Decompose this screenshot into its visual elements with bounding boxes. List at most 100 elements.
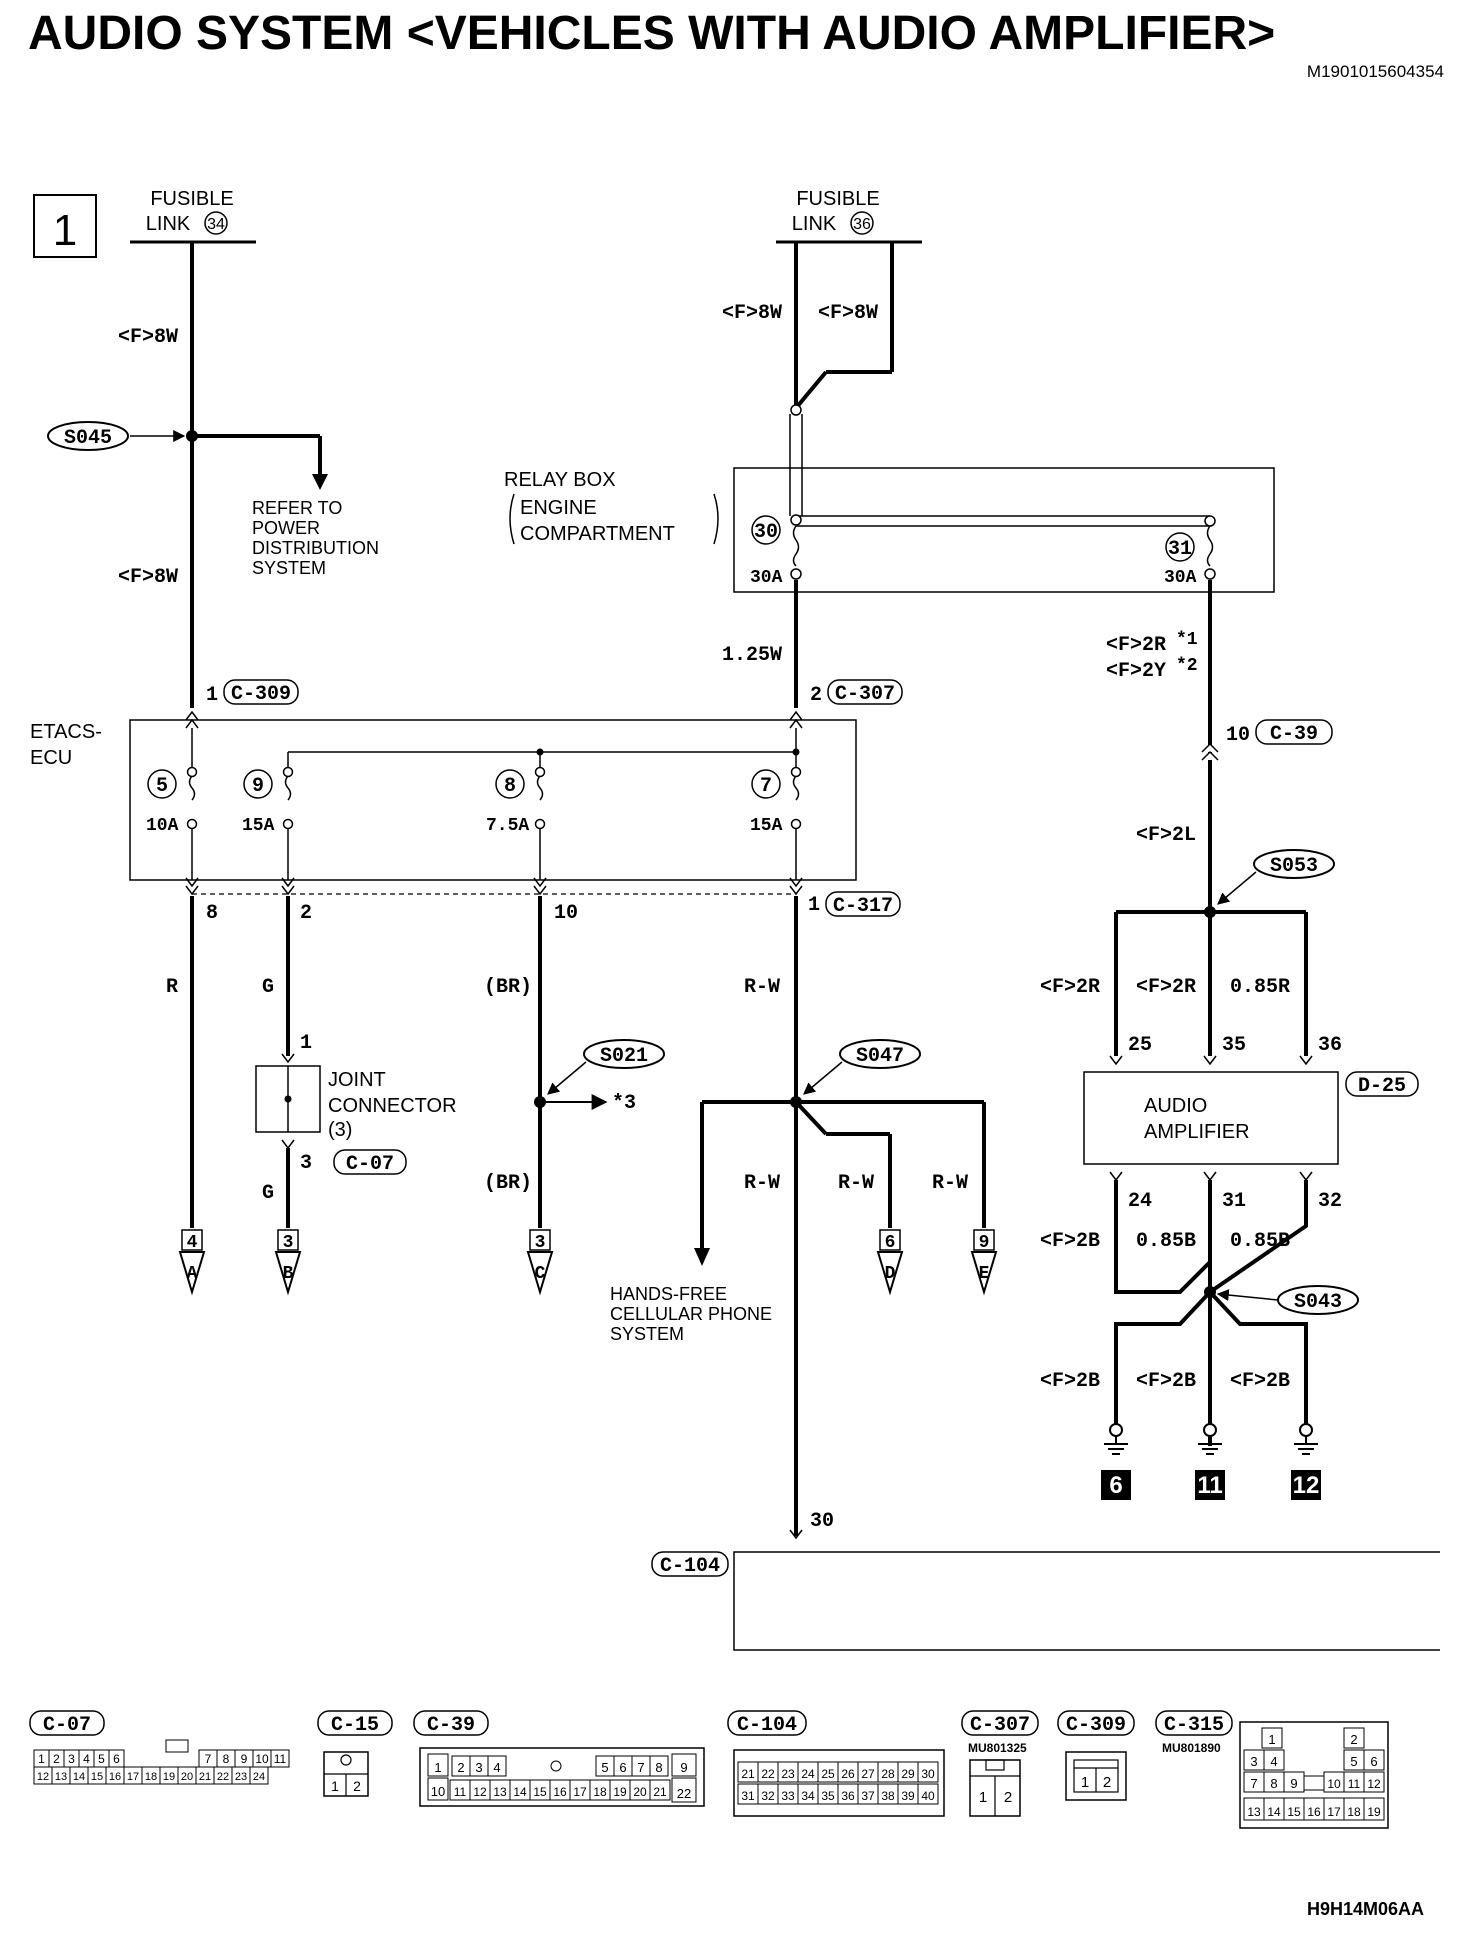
pin-cell: 19 <box>1367 1805 1381 1819</box>
terminator-letter: E <box>979 1264 990 1284</box>
pin-cell: 13 <box>1247 1805 1261 1819</box>
pin-cell: 5 <box>98 1752 105 1766</box>
wire-label: (BR) <box>484 976 532 999</box>
legend-label-c309: C-309 <box>1066 1714 1126 1737</box>
pin-number: 8 <box>206 902 218 925</box>
legend-label-c39: C-39 <box>427 1714 475 1737</box>
wire-label: <F>2B <box>1136 1370 1196 1393</box>
pin-cell: 36 <box>841 1789 855 1803</box>
pin-number: 10 <box>1226 724 1250 747</box>
terminator-letter: B <box>283 1264 294 1284</box>
hands-free-label: CELLULAR PHONE <box>610 1304 772 1324</box>
pin-cell: 17 <box>1327 1805 1341 1819</box>
pin-cell: 20 <box>181 1771 193 1783</box>
ground-11: 11 <box>1195 1423 1225 1500</box>
wire-label: <F>2Y <box>1106 660 1166 683</box>
pin-cell: 7 <box>637 1760 644 1775</box>
terminator-letter: C <box>535 1264 546 1284</box>
refer-text: REFER TO <box>252 498 342 518</box>
terminator-e: 9 E <box>970 1229 998 1296</box>
fusible-link-36: FUSIBLE LINK 36 <box>776 188 922 244</box>
pin-number: 32 <box>1318 1190 1342 1213</box>
fusible-link-label: FUSIBLE <box>150 188 233 210</box>
pin-cell: 5 <box>1350 1754 1357 1769</box>
pin-cell: 6 <box>1370 1754 1377 1769</box>
connector-legend: C-07 C-15 C-39 C-104 C-307 MU801325 C-30… <box>29 1710 1389 1829</box>
etacs-fuse-9: 9 15A <box>242 766 294 836</box>
fusible-link-number: 36 <box>853 216 871 233</box>
pin-cell: 37 <box>861 1789 875 1803</box>
pin-cell: 2 <box>353 1778 361 1794</box>
pin-cell: 14 <box>73 1771 85 1783</box>
joint-label: (3) <box>328 1119 352 1141</box>
legend-label-c15: C-15 <box>331 1714 379 1737</box>
page-title: AUDIO SYSTEM <VEHICLES WITH AUDIO AMPLIF… <box>28 7 1276 60</box>
connector-c309: C-309 <box>231 683 291 706</box>
note-marker: *3 <box>612 1092 636 1115</box>
pin-cell: 15 <box>1287 1805 1301 1819</box>
wire-label: G <box>262 1182 274 1205</box>
pin-cell: 4 <box>1270 1754 1277 1769</box>
pin-number: 25 <box>1128 1034 1152 1057</box>
pin-cell: 13 <box>55 1771 67 1783</box>
fuse-rating: 30A <box>1164 568 1197 588</box>
ground-number: 6 <box>1109 1472 1122 1499</box>
pin-number: 2 <box>300 902 312 925</box>
etacs-fuse-8: 8 7.5A <box>486 766 546 836</box>
pin-cell: 5 <box>601 1760 608 1775</box>
fusible-link-34: FUSIBLE LINK 34 <box>130 188 256 244</box>
wire-label: 0.85R <box>1230 976 1290 999</box>
pin-cell: 1 <box>1081 1774 1089 1791</box>
wire-label: G <box>262 976 274 999</box>
fuse-rating: 15A <box>242 816 275 836</box>
note-marker: *2 <box>1176 656 1198 676</box>
pin-cell: 11 <box>274 1752 287 1766</box>
pin-cell: 12 <box>37 1771 49 1783</box>
wire-g: G 1 JOINT CONNECTOR (3) 3 C-07 G <box>255 896 457 1228</box>
wire-label: <F>8W <box>722 302 782 325</box>
wire-label: <F>8W <box>818 302 878 325</box>
c104-component: C-104 <box>651 1551 1440 1651</box>
page-number: 1 <box>53 206 77 255</box>
terminator-b: 3 B <box>274 1229 302 1296</box>
relay-box-sub: COMPARTMENT <box>520 523 675 545</box>
pin-cell: 6 <box>619 1760 626 1775</box>
pin-number: 35 <box>1222 1034 1246 1057</box>
pin-cell: 24 <box>801 1767 815 1781</box>
pin-cell: 1 <box>434 1760 441 1775</box>
etacs-fuse-5: 5 10A <box>146 766 198 836</box>
wire-label: 1.25W <box>722 644 782 667</box>
pin-number: 1 <box>206 684 218 707</box>
pin-number: 1 <box>808 894 820 917</box>
wire-label: <F>2R <box>1136 976 1196 999</box>
wire-label: 0.85B <box>1230 1230 1290 1253</box>
fusible-link-label: FUSIBLE <box>796 188 879 210</box>
etacs-label: ETACS- <box>30 721 102 743</box>
pin-cell: 18 <box>593 1785 607 1799</box>
wire-label: R-W <box>932 1172 968 1195</box>
refer-text: DISTRIBUTION <box>252 538 379 558</box>
pin-cell: 16 <box>553 1785 567 1799</box>
wire-r: R <box>166 896 194 1228</box>
fusible-link-label: LINK <box>792 213 837 235</box>
terminator-letter: A <box>187 1264 198 1284</box>
etacs-ecu: ETACS- ECU 5 10A 9 15A <box>30 710 857 896</box>
pin-cell: 1 <box>979 1789 987 1806</box>
connector-d25: D-25 <box>1358 1075 1406 1098</box>
pin-cell: 1 <box>38 1752 45 1766</box>
pin-cell: 1 <box>331 1778 339 1794</box>
pin-cell: 27 <box>861 1767 875 1781</box>
pin-cell: 26 <box>841 1767 855 1781</box>
pin-cell: 11 <box>454 1785 467 1799</box>
fuse-number: 8 <box>504 775 516 798</box>
pin-cell: 14 <box>513 1785 527 1799</box>
pin-cell: 24 <box>253 1771 265 1783</box>
pin-cell: 22 <box>677 1786 691 1801</box>
wire-label: R-W <box>838 1172 874 1195</box>
pin-cell: 10 <box>431 1784 445 1799</box>
fuse-number: 31 <box>1168 538 1192 561</box>
pin-cell: 9 <box>241 1752 248 1766</box>
wire-label: <F>2R <box>1106 634 1166 657</box>
terminator-a: 4 A <box>178 1229 206 1296</box>
pin-cell: 31 <box>741 1789 755 1803</box>
